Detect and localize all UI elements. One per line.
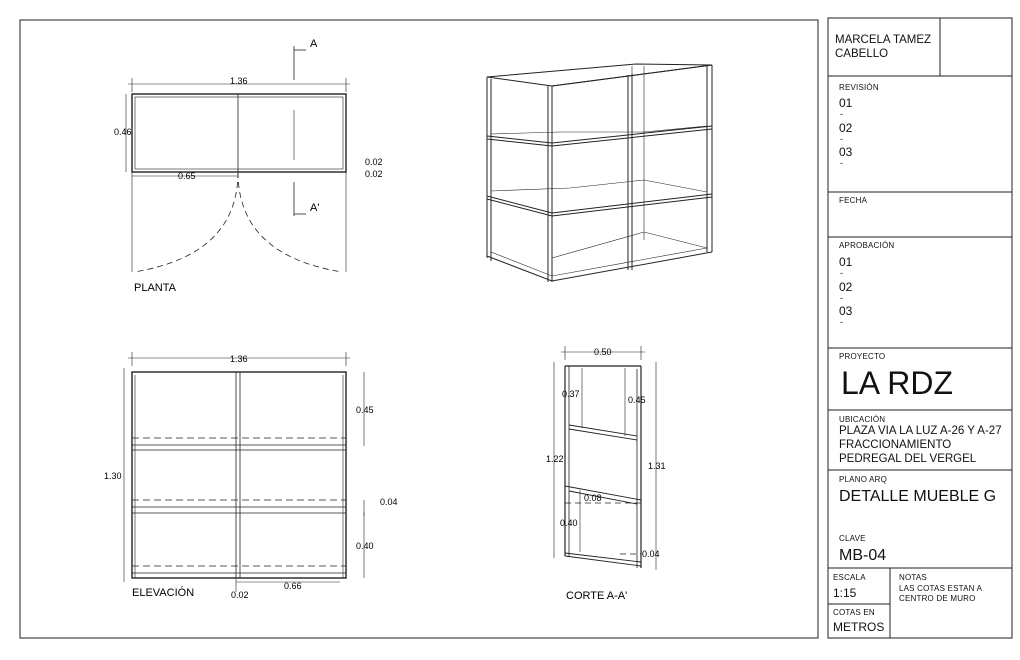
corte-dim-total-inner: 1.22 bbox=[546, 454, 564, 464]
aprobacion-01-dash: - bbox=[840, 268, 843, 278]
elevacion-view bbox=[123, 352, 365, 592]
plano-name: DETALLE MUEBLE G bbox=[839, 488, 997, 505]
aprobacion-03: 03 bbox=[839, 304, 853, 318]
elevacion-dim-base-a: 0.02 bbox=[231, 590, 249, 600]
revision-02: 02 bbox=[839, 121, 853, 135]
planta-dim-width: 1.36 bbox=[230, 76, 248, 86]
sheet-frame bbox=[19, 19, 819, 639]
corte-dim-top-outer: 0.45 bbox=[628, 395, 646, 405]
ubicacion-label: UBICACIÓN bbox=[839, 415, 886, 424]
elevacion-title: ELEVACIÓN bbox=[132, 586, 194, 599]
elevacion-dim-shelf: 0.04 bbox=[380, 497, 398, 507]
ubicacion-line-2: FRACCIONAMIENTO bbox=[839, 439, 952, 451]
escala-label: ESCALA bbox=[833, 573, 866, 582]
isometric-view bbox=[486, 63, 713, 282]
author-name: MARCELA TAMEZ CABELLO bbox=[835, 34, 932, 60]
planta-dim-thick-a: 0.02 bbox=[365, 157, 383, 167]
elevacion-dim-base-b: 0.66 bbox=[284, 581, 302, 591]
aprobacion-03-dash: - bbox=[840, 317, 843, 327]
planta-section-start: A bbox=[310, 38, 318, 50]
elevacion-dim-bottom: 0.40 bbox=[356, 541, 374, 551]
clave-label: CLAVE bbox=[839, 534, 866, 543]
planta-section-end: A' bbox=[310, 202, 319, 214]
corte-dim-total-outer: 1.31 bbox=[648, 461, 666, 471]
planta-dim-thick-b: 0.02 bbox=[365, 169, 383, 179]
notas-line-1: LAS COTAS ESTAN A bbox=[899, 584, 983, 593]
corte-view bbox=[553, 346, 657, 570]
revision-01: 01 bbox=[839, 96, 853, 110]
aprobacion-label: APROBACIÓN bbox=[839, 241, 895, 250]
planta-title: PLANTA bbox=[134, 282, 177, 294]
corte-dim-base: 0.04 bbox=[642, 549, 660, 559]
revision-02-dash: - bbox=[840, 134, 843, 144]
aprobacion-02: 02 bbox=[839, 280, 853, 294]
corte-dim-shelf: 0.08 bbox=[584, 493, 602, 503]
title-block-frame bbox=[827, 17, 1013, 639]
revision-03-dash: - bbox=[840, 158, 843, 168]
corte-title: CORTE A-A' bbox=[566, 590, 627, 602]
revision-03: 03 bbox=[839, 145, 853, 159]
escala-value: 1:15 bbox=[833, 586, 857, 600]
corte-dim-bottom: 0.40 bbox=[560, 518, 578, 528]
plano-label: PLANO ARQ bbox=[839, 475, 888, 484]
revision-label: REVISIÓN bbox=[839, 83, 879, 92]
proyecto-label: PROYECTO bbox=[839, 352, 886, 361]
corte-dim-top-inner: 0.37 bbox=[562, 389, 580, 399]
title-block-grid bbox=[828, 18, 1012, 638]
aprobacion-02-dash: - bbox=[840, 293, 843, 303]
proyecto-name: LA RDZ bbox=[841, 365, 954, 401]
elevacion-dim-height: 1.30 bbox=[104, 471, 122, 481]
title-block: MARCELA TAMEZ CABELLO REVISIÓN 01 - 02 -… bbox=[820, 18, 1012, 638]
elevacion-dim-top: 0.45 bbox=[356, 405, 374, 415]
cotas-value: METROS bbox=[833, 620, 885, 634]
cotas-label: COTAS EN bbox=[833, 608, 875, 617]
ubicacion-line-1: PLAZA VIA LA LUZ A-26 Y A-27 bbox=[839, 425, 1002, 437]
clave-value: MB-04 bbox=[839, 547, 887, 564]
corte-dim-depth: 0.50 bbox=[594, 347, 612, 357]
planta-dim-depth: 0.46 bbox=[114, 127, 132, 137]
planta-view bbox=[125, 46, 350, 273]
ubicacion-line-3: PEDREGAL DEL VERGEL bbox=[839, 453, 977, 465]
notas-line-2: CENTRO DE MURO bbox=[899, 594, 976, 603]
revision-01-dash: - bbox=[840, 109, 843, 119]
aprobacion-01: 01 bbox=[839, 255, 853, 269]
fecha-label: FECHA bbox=[839, 196, 868, 205]
planta-dim-half: 0.65 bbox=[178, 171, 196, 181]
elevacion-dim-width: 1.36 bbox=[230, 354, 248, 364]
notas-label: NOTAS bbox=[899, 573, 927, 582]
